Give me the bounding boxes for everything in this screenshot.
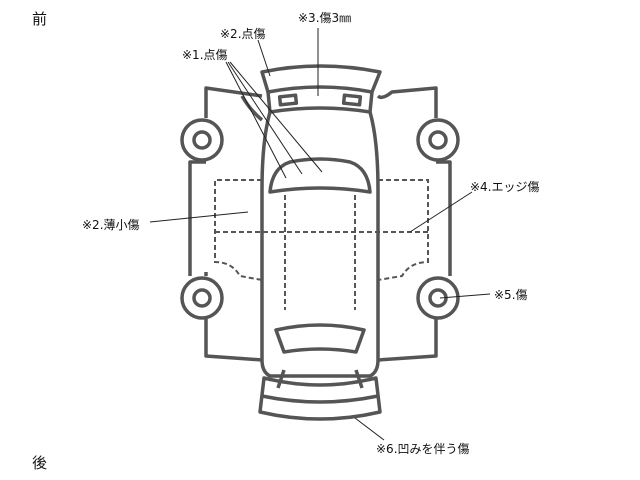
rear-label: 後 bbox=[32, 454, 48, 472]
leader-lines bbox=[149, 28, 491, 441]
annotation-1: ※1.点傷 bbox=[182, 48, 228, 62]
annotation-5: ※5.傷 bbox=[494, 288, 528, 302]
front-label: 前 bbox=[32, 10, 48, 28]
annotation-2-dot: ※2.点傷 bbox=[220, 27, 266, 41]
dashed-panel-lines bbox=[214, 179, 429, 310]
annotation-6: ※6.凹みを伴う傷 bbox=[376, 442, 470, 456]
annotation-3: ※3.傷3㎜ bbox=[298, 11, 352, 25]
annotation-4: ※4.エッジ傷 bbox=[470, 180, 540, 194]
annotation-2-thin: ※2.薄小傷 bbox=[82, 218, 140, 232]
car-outline bbox=[180, 64, 460, 421]
